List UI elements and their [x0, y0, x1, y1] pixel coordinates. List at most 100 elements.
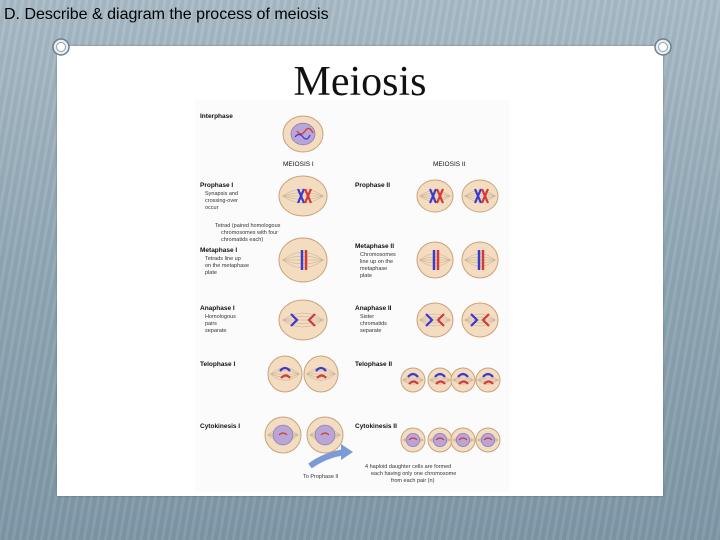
anaphase-2-desc-line: separate [360, 328, 381, 334]
chromosome-red [436, 313, 445, 327]
pushpin-icon [52, 38, 70, 56]
anaphase-2-desc-line: Sister [360, 314, 374, 320]
label-anaphase-1: Anaphase I [200, 305, 235, 312]
chromosome-red [483, 380, 494, 385]
chromosome-blue [425, 313, 434, 327]
chromosome-blue [296, 188, 306, 204]
spindle-fiber [402, 377, 424, 381]
anaphase-1-desc-line: Homologous [205, 314, 236, 320]
chromatin-illustration [458, 437, 468, 441]
label-telophase-2: Telophase II [355, 361, 392, 368]
result-desc-line: 4 haploid daughter cells are formed [365, 464, 451, 470]
chromosome-red [481, 313, 490, 327]
spindle-fiber [402, 379, 424, 385]
header-meiosis-1: MEIOSIS I [283, 161, 314, 168]
metaphase-2-desc-line: line up on the [360, 259, 393, 265]
chromosome-blue [434, 372, 446, 378]
metaphase-2-desc-line: Chromosomes [360, 252, 396, 258]
spindle-fiber [306, 373, 336, 381]
spindle-fiber [477, 375, 499, 381]
spindle-fiber [477, 379, 499, 385]
spindle-fiber [419, 319, 451, 327]
spindle-fiber [270, 373, 300, 381]
tetrad-desc-line: Tetrad (paired homologous [215, 223, 281, 229]
spindle-fiber [429, 379, 451, 385]
nucleus-illustration [432, 432, 447, 447]
spindle-fiber [429, 377, 451, 381]
spindle-fiber [464, 319, 496, 327]
label-prophase-1: Prophase I [200, 182, 233, 189]
chromatin-illustration [320, 432, 330, 436]
anaphase-1-desc-line: pairs [205, 321, 217, 327]
label-prophase-2: Prophase II [355, 182, 390, 189]
spindle-fiber [270, 370, 300, 375]
chromosome-blue [290, 313, 299, 327]
chromosome-blue [470, 313, 479, 327]
spindle-fiber [464, 316, 496, 321]
chromosome-blue [279, 366, 291, 372]
chromosome-red [307, 313, 316, 327]
label-metaphase-1: Metaphase I [200, 247, 237, 254]
label-telophase-1: Telophase I [200, 361, 235, 368]
chromosome-red [435, 188, 445, 204]
nucleus-illustration [314, 424, 336, 446]
prophase-1-desc-line: occur [205, 205, 219, 211]
chromosome-red [303, 188, 313, 204]
chromatin-illustration [408, 437, 418, 441]
arrow-head-icon [341, 444, 353, 460]
spindle-fiber [452, 379, 474, 385]
anaphase-1-desc-line: separate [205, 328, 226, 334]
to-prophase-2-label: To Prophase II [303, 474, 339, 480]
chromosome-blue [482, 372, 494, 378]
chromosome-red [480, 188, 490, 204]
prophase-1-desc-line: crossing-over [205, 198, 238, 204]
spindle-fiber [282, 319, 324, 328]
chromosome-blue [457, 372, 469, 378]
metaphase-2-desc-line: plate [360, 273, 372, 279]
label-cytokinesis-2: Cytokinesis II [355, 423, 397, 430]
chromatin-illustration [294, 133, 311, 140]
chromosome-red [280, 374, 291, 379]
chromosome-red [408, 380, 419, 385]
result-desc-line: each having only one chromosome [371, 471, 456, 477]
spindle-fiber [477, 377, 499, 381]
chromosome-blue [315, 366, 327, 372]
chromosome-red [316, 374, 327, 379]
slide-caption: D. Describe & diagram the process of mei… [4, 6, 329, 23]
label-anaphase-2: Anaphase II [355, 305, 392, 312]
spindle-fiber [452, 375, 474, 381]
spindle-fiber [306, 373, 336, 378]
chromatin-illustration [278, 432, 288, 436]
metaphase-2-desc-line: metaphase [360, 266, 387, 272]
label-cytokinesis-1: Cytokinesis I [200, 423, 240, 430]
chromatin-illustration [483, 437, 493, 441]
metaphase-1-desc-line: Tetrads line up [205, 256, 241, 262]
chromatin-illustration [296, 127, 314, 135]
prophase-1-desc-line: Synapsis and [205, 191, 238, 197]
pushpin-icon [654, 38, 672, 56]
tetrad-desc-line: chromatids each) [221, 237, 263, 243]
anaphase-2-desc-line: chromatids [360, 321, 387, 327]
spindle-fiber [464, 319, 496, 324]
spindle-fiber [282, 319, 324, 324]
spindle-fiber [402, 375, 424, 381]
spindle-fiber [419, 319, 451, 324]
tetrad-desc-line: chromosomes with four [221, 230, 278, 236]
chromosome-blue [473, 188, 483, 204]
meiosis-diagram: Interphase MEIOSIS I MEIOSIS II Prophase… [195, 100, 510, 492]
spindle-fiber [282, 316, 324, 321]
spindle-fiber [464, 313, 496, 321]
chromosome-blue [428, 188, 438, 204]
metaphase-1-desc-line: plate [205, 270, 217, 276]
spindle-fiber [282, 312, 324, 321]
nucleus-illustration [272, 424, 294, 446]
meiosis-diagram-figure: Interphase MEIOSIS I MEIOSIS II Prophase… [195, 100, 510, 492]
nucleus-illustration [405, 432, 420, 447]
chromatin-illustration [435, 437, 445, 441]
spindle-fiber [419, 313, 451, 321]
header-meiosis-2: MEIOSIS II [433, 161, 466, 168]
label-metaphase-2: Metaphase II [355, 243, 394, 250]
spindle-fiber [306, 370, 336, 375]
slide-title: Meiosis [293, 59, 427, 105]
spindle-fiber [270, 373, 300, 378]
